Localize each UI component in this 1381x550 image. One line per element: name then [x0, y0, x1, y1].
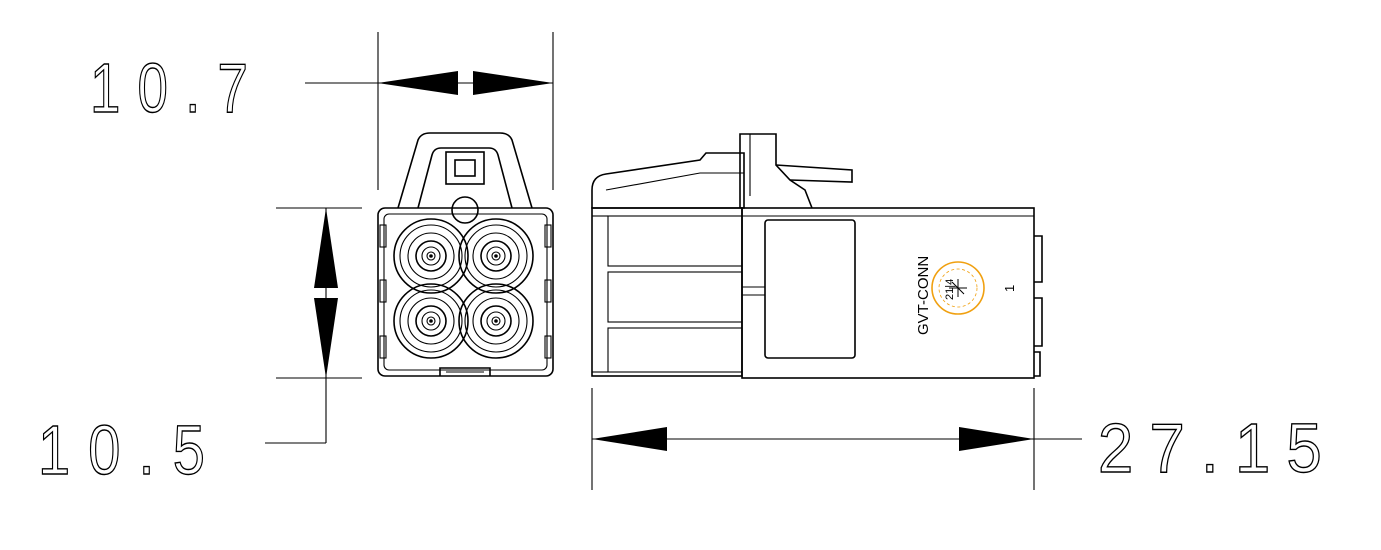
date-dial-center: 21|4 [944, 279, 956, 300]
dimension-length: 27.15 [591, 388, 1338, 490]
cavity-top-right [458, 218, 534, 294]
dimension-width-label: 10.7 [90, 49, 265, 127]
dimension-length-label: 27.15 [1098, 409, 1338, 487]
front-view [377, 132, 554, 377]
side-view: GVT-CONN 1 21|4 [591, 133, 1043, 379]
dimension-height: 10.5 [37, 207, 362, 490]
cavity-bottom-left [393, 283, 469, 359]
cavity-top-left [393, 218, 469, 294]
brand-label: GVT-CONN [915, 256, 932, 335]
cavity-bottom-right [458, 283, 534, 359]
date-code-dial: 21|4 [931, 261, 985, 315]
dimension-width: 10.7 [89, 32, 554, 190]
dimension-height-label: 10.5 [38, 411, 223, 489]
pin-number-label: 1 [1002, 285, 1017, 292]
